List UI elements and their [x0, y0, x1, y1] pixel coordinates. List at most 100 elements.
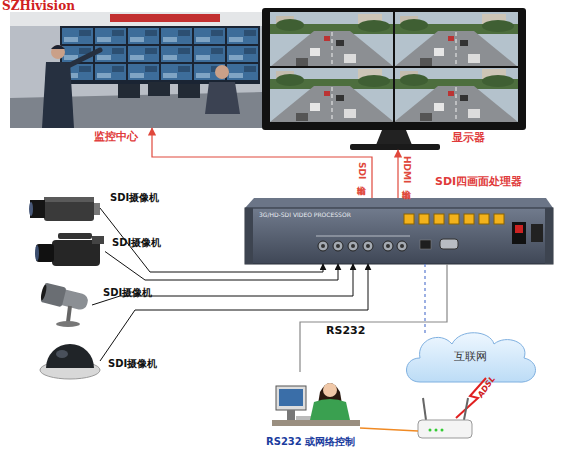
front-button [434, 214, 444, 224]
monitoring-center-photo [51, 45, 65, 59]
bullet-camera [39, 282, 89, 313]
dome-camera [56, 350, 68, 358]
router [435, 429, 438, 432]
router-cable [360, 428, 418, 431]
router [423, 398, 426, 420]
monitoring-center-photo [42, 62, 74, 128]
network-port [420, 240, 431, 249]
monitoring-center-photo [10, 12, 262, 128]
node-label: SDI四画面处理器 [435, 176, 522, 189]
monitoring-center-photo [178, 84, 200, 98]
box-camera [29, 197, 100, 221]
sdi-camera: SDI摄像机 [42, 283, 92, 327]
signal-cable [92, 264, 353, 305]
power-switch [515, 225, 523, 233]
monitoring-center-photo [215, 65, 229, 79]
panel-text: 3G/HD-SDI VIDEO PROCESSOR [259, 212, 351, 219]
monitoring-center-photo [205, 82, 240, 114]
front-button [479, 214, 489, 224]
display-monitor: 显示器 [262, 8, 526, 150]
bnc-connector [318, 241, 328, 251]
display-monitor-illustration [270, 66, 518, 68]
router [418, 398, 472, 438]
bnc-connector [336, 244, 340, 248]
sdi-camera: SDI摄像机 [30, 190, 100, 226]
sdi-camera: SDI摄像机 [40, 340, 100, 382]
box-camera [44, 197, 94, 221]
control-pc: RS232 或网络控制 [270, 372, 362, 434]
camcorder [35, 245, 39, 261]
processor-chassis [245, 198, 553, 264]
node-label: 互联网 [405, 351, 535, 364]
bnc-connector [333, 241, 343, 251]
bnc-connector [383, 241, 393, 251]
monitoring-center-photo [110, 14, 220, 22]
bullet-camera [68, 306, 70, 322]
display-monitor-illustration [376, 130, 412, 145]
operator-workstation [279, 389, 303, 406]
front-button [404, 214, 414, 224]
bnc-connector [351, 244, 355, 248]
watermark: SZHivision [2, 0, 75, 14]
camcorder [92, 236, 104, 244]
bnc-connector [366, 244, 370, 248]
signal-cable [300, 264, 447, 372]
signal-cable [100, 264, 368, 361]
router [429, 429, 432, 432]
front-button [494, 214, 504, 224]
cable-label: HDMI输出 [402, 156, 412, 183]
front-button [449, 214, 459, 224]
bnc-connector [348, 241, 358, 251]
sdi-camera: SDI摄像机 [35, 233, 105, 270]
operator-workstation [310, 399, 350, 420]
router [418, 420, 472, 438]
bullet-camera [40, 282, 66, 307]
node-label: SDI摄像机 [110, 192, 159, 204]
bnc-connector [386, 244, 390, 248]
node-label: SDI摄像机 [103, 287, 152, 299]
box-camera [29, 202, 33, 216]
box-camera [44, 197, 94, 202]
signal-cable [397, 150, 398, 198]
monitoring-center-photo [51, 45, 65, 49]
quad-processor: SDI四画面处理器3G/HD-SDI VIDEO PROCESSOR [245, 198, 553, 264]
monitoring-center-photo [10, 12, 262, 26]
bullet-camera [39, 282, 89, 327]
monitoring-center-photo [10, 12, 262, 128]
display-monitor-illustration [394, 67, 518, 122]
front-button [404, 214, 504, 224]
node-label: 显示器 [452, 132, 485, 145]
box-camera [94, 203, 100, 215]
router [441, 429, 444, 432]
dome-camera [46, 344, 94, 368]
display-monitor-illustration [270, 12, 394, 67]
display-monitor-illustration [262, 8, 526, 150]
bnc-connector [400, 244, 404, 248]
bnc-connector [321, 244, 325, 248]
camcorder [35, 233, 104, 266]
node-label: 监控中心 [94, 131, 138, 144]
display-monitor-illustration [350, 144, 440, 150]
operator-workstation [272, 383, 360, 426]
bnc-connector [318, 241, 407, 251]
processor-chassis [245, 208, 553, 264]
node-label: RS232 或网络控制 [266, 436, 355, 448]
bullet-camera [40, 284, 48, 300]
bnc-connector [363, 241, 373, 251]
router-cable [360, 428, 418, 431]
network-port [420, 239, 458, 249]
operator-workstation [272, 420, 360, 426]
signal-cable [105, 252, 338, 281]
signal-cable [152, 128, 372, 198]
node-label: SDI摄像机 [108, 358, 157, 370]
node-label: SDI摄像机 [112, 237, 161, 249]
monitoring-center-photo [60, 26, 260, 84]
network-port [440, 239, 458, 249]
front-button [419, 214, 429, 224]
display-monitor-illustration [394, 12, 518, 67]
camcorder [36, 244, 54, 262]
front-button [464, 214, 474, 224]
operator-workstation [276, 386, 306, 410]
processor-chassis [316, 236, 410, 237]
